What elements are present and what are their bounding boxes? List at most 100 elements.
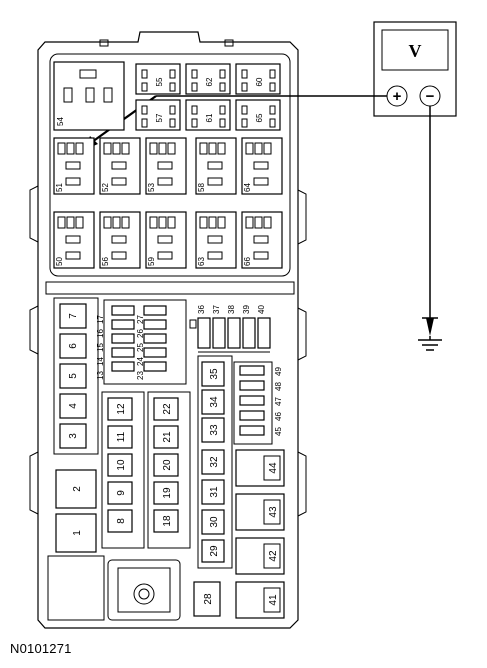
fuse-label-9: 9: [116, 490, 127, 496]
fuse-label-44: 44: [268, 462, 279, 474]
fuse-label-33: 33: [209, 424, 220, 436]
center-left-fuses: 12 11 10 9 8: [101, 391, 145, 549]
fuse-label-26: 26: [136, 329, 145, 338]
relay-55: 55: [135, 63, 181, 95]
fuse-label-29: 29: [209, 545, 220, 557]
fuse-label-38: 38: [227, 305, 236, 314]
left-fuse-column: 7 6 5 4 3: [53, 297, 99, 455]
relay-label-64: 64: [243, 183, 252, 192]
fuse-label-31: 31: [209, 486, 220, 498]
fuse-label-6: 6: [68, 343, 79, 349]
fuse-label-35: 35: [209, 368, 220, 380]
side-fuses-45-49: 49 48 47 46 45: [233, 361, 283, 445]
relay-label-56: 56: [101, 257, 110, 266]
relay-54: 54: [53, 61, 125, 131]
fuse-label-47: 47: [274, 397, 283, 406]
relay-65: 65: [235, 99, 281, 131]
fuse-label-20: 20: [162, 459, 173, 471]
fuse-label-4: 4: [68, 403, 79, 409]
ground-symbol: [418, 336, 442, 351]
fuse-label-34: 34: [209, 396, 220, 408]
relay-66: 66: [241, 211, 283, 269]
fuse-label-21: 21: [162, 431, 173, 443]
fuse-label-25: 25: [136, 343, 145, 352]
vertical-fuses-36-40: 36 37 38 39 40: [189, 305, 271, 353]
relay-60: 60: [235, 63, 281, 95]
relay-53: 53: [145, 137, 187, 195]
relay-label-62: 62: [205, 77, 214, 86]
fuse-label-46: 46: [274, 412, 283, 421]
fuse-label-32: 32: [209, 456, 220, 468]
fuse-label-5: 5: [68, 373, 79, 379]
relay-label-55: 55: [155, 77, 164, 86]
fuse-label-17: 17: [96, 315, 105, 324]
fuse-label-43: 43: [268, 506, 279, 518]
voltmeter-display: V: [409, 41, 422, 61]
fuse-label-48: 48: [274, 382, 283, 391]
fuse-label-39: 39: [242, 305, 251, 314]
right-fuse-column: 35 34 33 32 31 30 29: [197, 355, 233, 569]
center-right-fuses: 22 21 20 19 18: [147, 391, 191, 549]
fuse-label-13: 13: [96, 371, 105, 380]
relay-61: 61: [185, 99, 231, 131]
fuse-label-23: 23: [136, 371, 145, 380]
fuse-label-37: 37: [212, 305, 221, 314]
fuse-label-10: 10: [116, 459, 127, 471]
relay-label-54: 54: [56, 117, 65, 126]
fuse-label-14: 14: [96, 357, 105, 366]
negative-symbol: −: [426, 88, 435, 105]
fuse-label-36: 36: [197, 305, 206, 314]
cartridge-fuses: 44 43 42 41: [235, 449, 285, 619]
relay-63: 63: [195, 211, 237, 269]
relay-58: 58: [195, 137, 237, 195]
relay-62: 62: [185, 63, 231, 95]
fuse-label-1: 1: [72, 530, 83, 536]
figure-code: N0101271: [10, 641, 72, 656]
fuse-label-7: 7: [68, 313, 79, 319]
fuse-label-42: 42: [268, 550, 279, 562]
fuse-label-41: 41: [268, 594, 279, 606]
positive-symbol: +: [393, 88, 402, 105]
voltmeter: V + −: [373, 21, 457, 117]
relay-label-61: 61: [205, 113, 214, 122]
fuse-label-16: 16: [96, 329, 105, 338]
fuse-label-27: 27: [136, 315, 145, 324]
relay-label-52: 52: [101, 183, 110, 192]
relay-label-51: 51: [55, 183, 64, 192]
fuse-label-49: 49: [274, 367, 283, 376]
fuse-label-19: 19: [162, 487, 173, 499]
fuse-label-15: 15: [96, 343, 105, 352]
fuse-label-12: 12: [116, 403, 127, 415]
mini-fuse-block: 13 14 15 16 17 23 24 25 26 27: [96, 299, 187, 385]
fuse-label-18: 18: [162, 515, 173, 527]
relay-52: 52: [99, 137, 141, 195]
fuse-label-3: 3: [68, 433, 79, 439]
fuse-label-40: 40: [257, 305, 266, 314]
fuse-label-11: 11: [116, 431, 127, 442]
relay-label-57: 57: [155, 113, 164, 122]
relay-label-65: 65: [255, 113, 264, 122]
relay-56: 56: [99, 211, 141, 269]
relay-label-58: 58: [197, 183, 206, 192]
relay-label-63: 63: [197, 257, 206, 266]
relay-label-60: 60: [255, 77, 264, 86]
fuse-label-2: 2: [72, 486, 83, 492]
relay-label-50: 50: [55, 257, 64, 266]
relay-label-66: 66: [243, 257, 252, 266]
relay-59: 59: [145, 211, 187, 269]
relay-64: 64: [241, 137, 283, 195]
fuse-label-45: 45: [274, 427, 283, 436]
fuse-label-28: 28: [203, 593, 214, 605]
fuse-label-8: 8: [116, 518, 127, 524]
fuse-label-30: 30: [209, 516, 220, 528]
relay-51: 51: [53, 137, 95, 195]
relay-label-53: 53: [147, 183, 156, 192]
fuse-label-22: 22: [162, 403, 173, 415]
large-fuses-1-2: 2 1: [55, 469, 97, 553]
relay-50: 50: [53, 211, 95, 269]
relay-57: 57: [135, 99, 181, 131]
fuse-label-24: 24: [136, 357, 145, 366]
fuse-28: 28: [193, 581, 221, 617]
relay-label-59: 59: [147, 257, 156, 266]
